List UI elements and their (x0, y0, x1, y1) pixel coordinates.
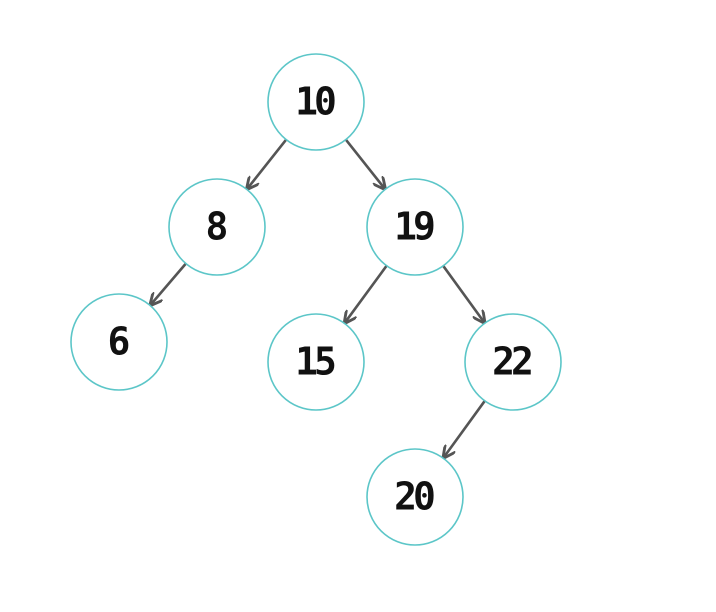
node-value-label: 20 (394, 475, 434, 519)
edge-22-to-20 (444, 397, 488, 456)
tree-node-19: 19 (366, 178, 464, 276)
node-circle (267, 53, 365, 151)
node-circle (366, 178, 464, 276)
tree-node-20: 20 (366, 448, 464, 546)
node-value-label: 15 (295, 340, 335, 384)
node-value-label: 8 (206, 205, 227, 249)
tree-node-22: 22 (464, 313, 562, 411)
tree-node-10: 10 (267, 53, 365, 151)
tree-node-15: 15 (267, 313, 365, 411)
node-circle (267, 313, 365, 411)
node-circle (70, 293, 168, 391)
node-circle (464, 313, 562, 411)
edge-10-to-19 (343, 136, 384, 188)
edges-group (151, 136, 488, 456)
node-value-label: 19 (394, 205, 434, 249)
edge-19-to-22 (440, 262, 484, 321)
edge-8-to-6 (151, 260, 189, 304)
tree-node-6: 6 (70, 293, 168, 391)
node-value-label: 6 (108, 320, 129, 364)
node-circle (168, 178, 266, 276)
node-value-label: 22 (492, 340, 531, 384)
edge-10-to-8 (248, 136, 289, 188)
node-value-label: 10 (295, 80, 335, 124)
tree-node-8: 8 (168, 178, 266, 276)
nodes-group: 10 8 19 6 15 22 20 (70, 53, 562, 546)
edge-19-to-15 (346, 262, 390, 322)
node-circle (366, 448, 464, 546)
